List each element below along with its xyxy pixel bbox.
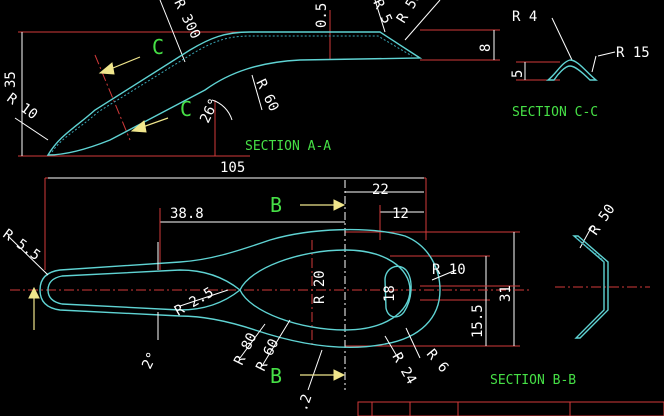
dim-thickness-05: 0.5 (314, 3, 330, 28)
dim-38-8: 38.8 (170, 206, 204, 222)
dim-r24: R 24 (389, 350, 420, 387)
title-block (357, 401, 664, 416)
section-bb-title: SECTION B-B (490, 373, 576, 388)
dim-angle-26: 26° (197, 96, 222, 126)
dim-bb-r50: R 50 (586, 201, 618, 238)
cut-label-c-top: C (152, 35, 164, 59)
cut-label-b-bottom: B (270, 364, 282, 388)
dim-cc-h5: 5 (510, 70, 526, 78)
dim-r20: R 20 (312, 270, 328, 304)
dim-cc-r15: R 15 (616, 45, 650, 61)
dim-angle-2: 2° (139, 350, 161, 372)
dim-r60: R 60 (252, 77, 281, 114)
cut-label-c-bottom: C (180, 97, 192, 121)
dim-r5-5: R 5.5 (0, 226, 43, 264)
dim-thickness-8: 8 (478, 44, 494, 52)
dim-22: 22 (372, 182, 389, 198)
section-aa-view: C C 35 R 10 R 300 0.5 R 5 R 50 8 R 60 26… (3, 0, 500, 176)
section-cc-title: SECTION C-C (512, 105, 598, 120)
dim-r6: R 6 (423, 346, 452, 376)
section-aa-title: SECTION A-A (245, 139, 331, 154)
dim-12: 12 (392, 206, 409, 222)
dim-18: 18 (382, 285, 398, 302)
dim-r5: R 5 (369, 0, 394, 26)
dim-31: 31 (498, 285, 514, 302)
dim-height-35: 35 (3, 71, 19, 88)
dim-cc-r4: R 4 (512, 9, 537, 25)
dim-partial-2: .2 (295, 392, 316, 413)
dim-r300: R 300 (170, 0, 203, 42)
cut-label-b-top: B (270, 193, 282, 217)
dim-length-105: 105 (220, 160, 245, 176)
dim-15-5: 15.5 (470, 304, 486, 338)
dim-r10: R 10 (432, 262, 466, 278)
section-cc-view: R 4 R 15 5 SECTION C-C (510, 9, 650, 120)
